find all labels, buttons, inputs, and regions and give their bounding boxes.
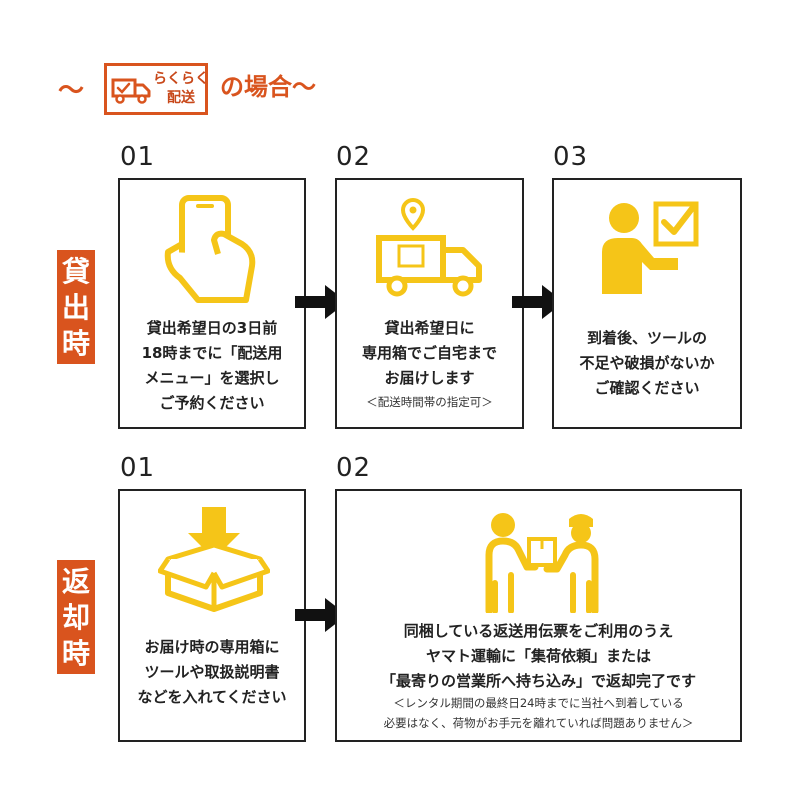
header-tilde-left: 〜	[58, 76, 85, 106]
step-text-line: 不足や破損がないか	[579, 354, 715, 372]
step-number: 01	[120, 453, 156, 483]
truck-icon	[111, 74, 151, 106]
side-label-return: 返 却 時	[57, 560, 95, 674]
step-text-line: 到着後、ツールの	[586, 329, 707, 347]
right-arrow-icon	[512, 285, 564, 319]
step-number: 02	[336, 142, 372, 172]
step-note: ＜レンタル期間の最終日24時までに当社へ到着している	[393, 696, 684, 710]
step-text-line: ツールや取扱説明書	[144, 663, 280, 681]
step-number: 01	[120, 142, 156, 172]
handover-package-icon	[485, 505, 599, 613]
step-number: 02	[336, 453, 372, 483]
box-down-arrow-icon	[158, 503, 270, 615]
step-text-line: メニュー」を選択し	[144, 369, 280, 387]
return-step-2-card: 同梱している返送用伝票をご利用のうえ ヤマト運輸に「集荷依頼」または 「最寄りの…	[335, 489, 742, 742]
step-text-line: などを入れてください	[137, 688, 287, 706]
side-char: 却	[61, 601, 90, 634]
smartphone-hand-icon	[160, 194, 270, 309]
step-note: 必要はなく、荷物がお手元を離れていれば問題ありません＞	[383, 716, 694, 730]
side-char: 時	[61, 327, 90, 360]
step-text-line: ご確認ください	[594, 379, 700, 397]
step-text-line: お届け時の専用箱に	[144, 638, 280, 656]
step-text-line: 「最寄りの営業所へ持ち込み」で返却完了です	[380, 672, 696, 690]
step-text-line: 18時までに「配送用	[141, 344, 283, 362]
logo-line2: 配送	[167, 90, 195, 106]
right-arrow-icon	[295, 598, 347, 632]
rental-step-3-card: 到着後、ツールの 不足や破損がないか ご確認ください	[552, 178, 742, 429]
step-note: ＜配送時間帯の指定可＞	[366, 395, 493, 409]
rental-step-2-card: 貸出希望日に 専用箱でご自宅まで お届けします ＜配送時間帯の指定可＞	[335, 178, 524, 429]
side-char: 出	[61, 291, 90, 324]
side-label-rental: 貸 出 時	[57, 250, 95, 364]
logo-line1: らくらく	[153, 71, 209, 87]
step-text-line: お届けします	[384, 369, 475, 387]
right-arrow-icon	[295, 285, 347, 319]
logo-text: らくらく 配送	[153, 70, 209, 108]
step-number: 03	[553, 142, 589, 172]
step-text-line: 同梱している返送用伝票をご利用のうえ	[403, 622, 674, 640]
delivery-truck-pin-icon	[375, 194, 487, 306]
step-text-line: 貸出希望日の3日前	[146, 319, 278, 337]
step-text-line: ヤマト運輸に「集荷依頼」または	[425, 647, 651, 665]
step-text-line: 貸出希望日に	[384, 319, 475, 337]
side-char: 時	[61, 637, 90, 670]
rakuraku-logo: らくらく 配送	[104, 63, 209, 115]
side-char: 返	[61, 565, 90, 598]
side-char: 貸	[61, 255, 90, 288]
step-text-line: 専用箱でご自宅まで	[361, 344, 497, 362]
person-checklist-icon	[598, 196, 702, 296]
return-step-1-card: お届け時の専用箱に ツールや取扱説明書 などを入れてください	[118, 489, 306, 742]
header-suffix: の場合〜	[220, 73, 316, 101]
rental-step-1-card: 貸出希望日の3日前 18時までに「配送用 メニュー」を選択し ご予約ください	[118, 178, 306, 429]
step-text-line: ご予約ください	[159, 394, 265, 412]
